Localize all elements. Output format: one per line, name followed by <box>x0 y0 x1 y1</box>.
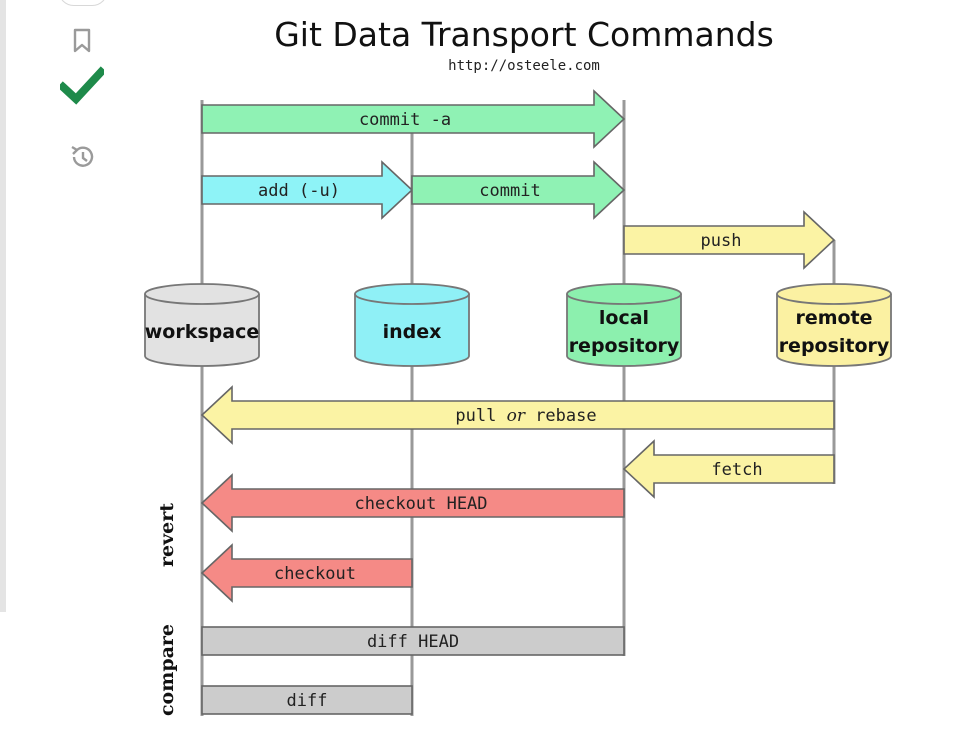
commands: commit -a add (-u) commit push pull or rebas… <box>200 89 836 715</box>
command-label-commit: commit <box>479 181 540 201</box>
command-checkout-head: checkout HEAD <box>200 473 625 533</box>
command-pull-rebase: pull or rebase <box>200 385 835 445</box>
store-index: index <box>354 283 470 367</box>
command-diff-head: diff HEAD <box>201 626 625 656</box>
store-label-index: index <box>383 321 442 343</box>
command-commit: commit <box>411 160 626 220</box>
command-push: push <box>623 210 836 270</box>
command-fetch: fetch <box>622 439 835 499</box>
diagram-subtitle: http://osteele.com <box>448 58 600 74</box>
store-label-remote-repository: repository <box>779 335 890 357</box>
store-label-workspace: workspace <box>145 321 260 343</box>
store-label-remote-repository: remote <box>795 307 872 329</box>
command-add-u: add (-u) <box>201 160 414 220</box>
store-label-local-repository: repository <box>569 335 680 357</box>
command-label-checkout: checkout <box>274 564 356 584</box>
command-label-diff-head: diff HEAD <box>367 632 459 652</box>
command-diff: diff <box>201 685 413 715</box>
command-label-diff: diff <box>287 691 328 711</box>
command-label-pull-rebase: pull or rebase <box>455 406 596 426</box>
bookmark-icon[interactable] <box>70 28 94 54</box>
groups: revert compare <box>156 503 178 716</box>
group-label-compare: compare <box>156 624 178 716</box>
command-label-checkout-head: checkout HEAD <box>354 494 487 514</box>
store-label-local-repository: local <box>599 307 649 329</box>
command-label-fetch: fetch <box>711 460 762 480</box>
checkmark-icon[interactable] <box>60 66 104 106</box>
command-checkout: checkout <box>200 543 413 603</box>
store-remote-repository: remote repository <box>776 283 892 367</box>
store-local-repository: local repository <box>566 283 682 367</box>
diagram-title: Git Data Transport Commands <box>274 15 774 54</box>
group-label-revert: revert <box>156 503 178 567</box>
command-label-commit-a: commit -a <box>359 110 451 130</box>
command-label-push: push <box>701 231 742 251</box>
stores: workspace index local repository remote repos… <box>144 283 892 367</box>
left-rail <box>0 0 6 612</box>
command-commit-a: commit -a <box>201 89 626 149</box>
store-workspace: workspace <box>144 283 260 367</box>
command-label-add-u: add (-u) <box>258 181 340 201</box>
history-icon[interactable] <box>66 142 98 172</box>
